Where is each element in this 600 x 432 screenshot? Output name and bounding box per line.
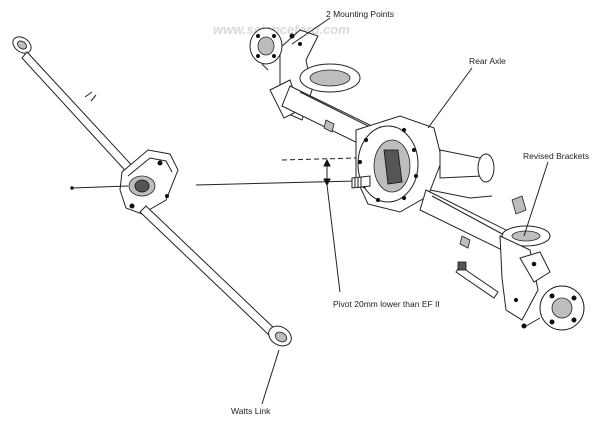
watermark-text: www.scienceford.com <box>213 22 350 37</box>
leader-revised-brackets <box>523 161 549 237</box>
differential-housing <box>351 115 443 213</box>
rear-axle-assembly <box>249 27 585 331</box>
watts-link-lower-bushing <box>268 325 292 347</box>
watts-link-pivot-plate <box>119 149 179 215</box>
label-rear-axle: Rear Axle <box>469 56 506 66</box>
watts-link <box>12 36 292 347</box>
leader-watts-link <box>261 349 280 405</box>
right-hub <box>521 285 585 331</box>
watts-link-upper-bushing <box>12 36 32 54</box>
revised-bracket <box>499 225 551 321</box>
left-hub <box>249 27 283 71</box>
label-pivot: Pivot 20mm lower than EF II <box>333 299 440 309</box>
leader-rear-axle <box>427 67 473 129</box>
pivot-alignment-line <box>195 180 357 186</box>
label-revised-brackets: Revised Brackets <box>523 151 589 161</box>
pinion-flange <box>429 149 495 199</box>
watts-link-upper-arm <box>21 51 139 179</box>
label-mounting-points: 2 Mounting Points <box>326 9 394 19</box>
watts-link-lower-arm <box>139 205 277 337</box>
leader-mounting-points <box>291 17 331 45</box>
shock-bolt <box>455 261 499 299</box>
pivot-dimension <box>281 157 357 293</box>
label-watts-link: Watts Link <box>231 406 271 416</box>
